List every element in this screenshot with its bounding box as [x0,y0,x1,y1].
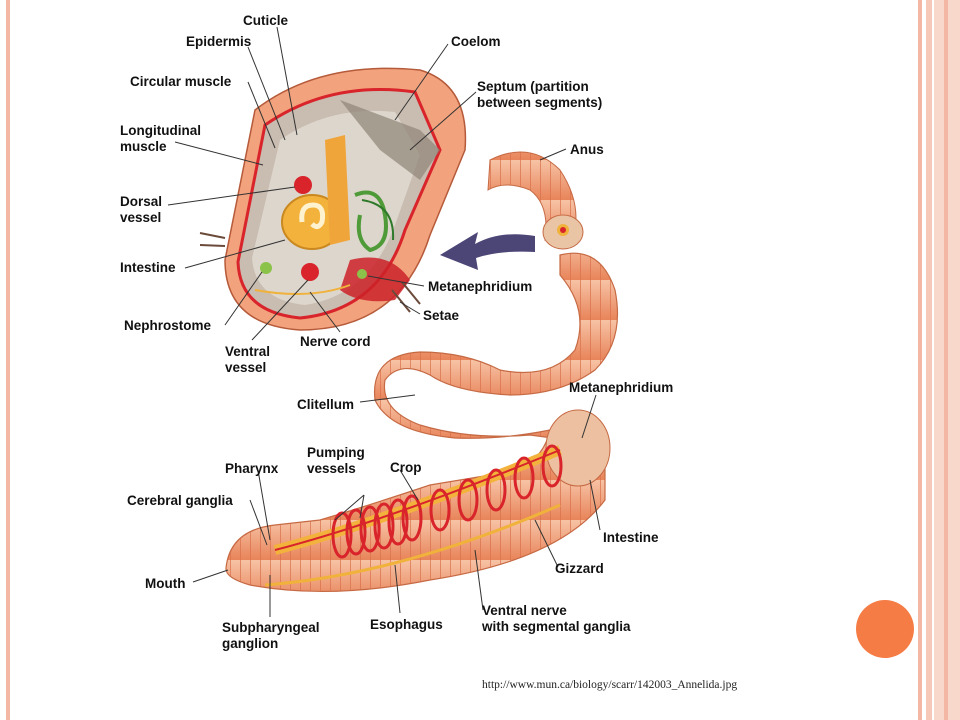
label-pumping-vessels-1: Pumping [307,445,365,460]
label-epidermis: Epidermis [186,34,252,49]
label-cuticle: Cuticle [243,13,289,28]
label-dorsal-vessel-2: vessel [120,210,162,225]
label-clitellum: Clitellum [297,397,355,412]
orange-circle-decoration [856,600,914,658]
pumping-vessel-coils [331,444,563,559]
label-metanephridium-top: Metanephridium [428,279,533,294]
source-url: http://www.mun.ca/biology/scarr/142003_A… [482,679,738,691]
label-ventral-vessel-2: vessel [225,360,267,375]
label-pumping-vessels-2: vessels [307,461,356,476]
label-nephrostome: Nephrostome [124,318,212,333]
label-cerebral-ganglia: Cerebral ganglia [127,493,233,508]
label-subpharyngeal-2: ganglion [222,636,279,651]
label-gizzard: Gizzard [555,561,604,576]
label-ventral-nerve-1: Ventral nerve [482,603,567,618]
slide-right-border-band [926,0,932,720]
label-pharynx: Pharynx [225,461,279,476]
view-arrow [440,232,535,270]
leader-lines [167,26,601,617]
label-dorsal-vessel-1: Dorsal [120,194,163,209]
label-septum-2: between segments) [477,95,603,110]
label-crop: Crop [390,460,422,475]
label-setae: Setae [423,308,460,323]
label-ventral-nerve-2: with segmental ganglia [482,619,631,634]
label-metanephridium-bottom: Metanephridium [569,380,674,395]
label-coelom: Coelom [451,34,501,49]
slide-right-border-stripe [944,0,948,720]
label-anus: Anus [570,142,604,157]
slide-right-border [918,0,922,720]
label-ventral-vessel-1: Ventral [225,344,271,359]
slide-left-border [6,0,10,720]
label-subpharyngeal-1: Subpharyngeal [222,620,320,635]
label-circular-muscle: Circular muscle [130,74,232,89]
label-intestine-top: Intestine [120,260,176,275]
cross-section [199,67,467,331]
label-esophagus: Esophagus [370,617,443,632]
label-longitudinal-muscle-2: muscle [120,139,167,154]
label-septum-1: Septum (partition [477,79,589,94]
posterior-segment [487,151,584,250]
label-nerve-cord: Nerve cord [300,334,371,349]
label-longitudinal-muscle-1: Longitudinal [120,123,201,138]
label-intestine-bottom: Intestine [603,530,659,545]
label-mouth: Mouth [145,576,186,591]
